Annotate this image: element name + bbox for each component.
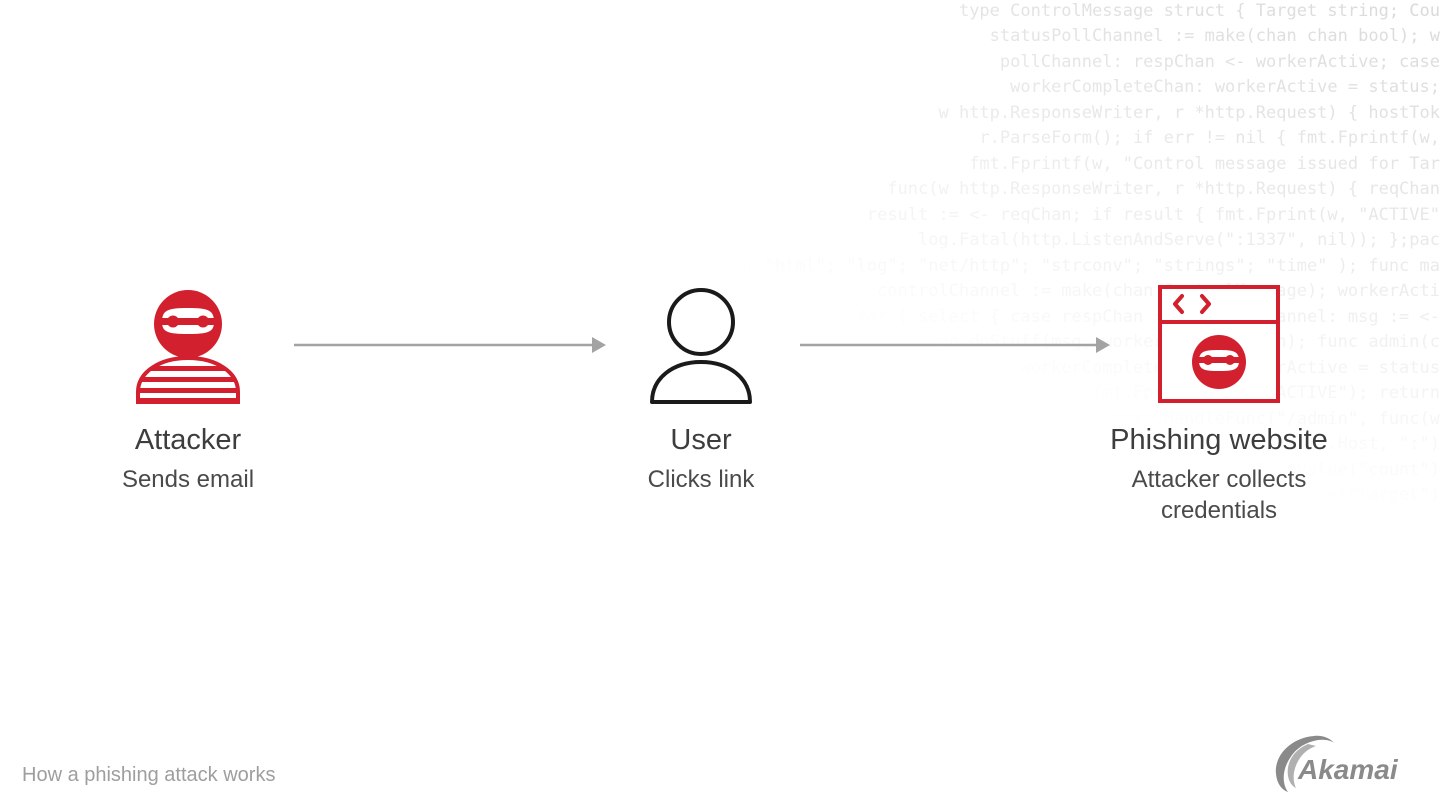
attacker-icon xyxy=(136,290,240,404)
arrow-user-to-website xyxy=(800,337,1110,353)
attacker-description: Sends email xyxy=(121,466,255,493)
code-line: pollChannel: respChan <- workerActive; c… xyxy=(999,52,1440,72)
phishing-website-description: Attacker collects credentials xyxy=(1131,466,1307,524)
arrow-attacker-to-user xyxy=(294,337,606,353)
user-icon xyxy=(650,288,752,404)
code-line: func(w http.ResponseWriter, r *http.Requ… xyxy=(887,179,1440,199)
phishing-website-title: Phishing website xyxy=(1110,424,1328,456)
code-line: import ( "fmt"; "html"; "log"; "net/http… xyxy=(740,256,1440,276)
user-node: User Clicks link xyxy=(541,288,861,495)
user-description: Clicks link xyxy=(647,466,755,493)
code-line: result := <- reqChan; if result { fmt.Fp… xyxy=(866,205,1440,225)
attacker-node: Attacker Sends email xyxy=(28,288,348,495)
code-line: w http.ResponseWriter, r *http.Request) … xyxy=(938,103,1440,123)
phishing-website-node: Phishing website Attacker collects crede… xyxy=(1059,284,1379,526)
user-title: User xyxy=(670,424,732,456)
akamai-logo: Akamai xyxy=(1298,754,1398,785)
code-line: type ControlMessage struct { Target stri… xyxy=(958,1,1440,21)
code-line: fmt.Fprintf(w, "Control message issued f… xyxy=(969,154,1440,174)
code-line: r.ParseForm(); if err != nil { fmt.Fprin… xyxy=(979,128,1440,148)
code-line: workerCompleteChan: workerActive = statu… xyxy=(1010,77,1440,97)
code-line: log.Fatal(http.ListenAndServe(":1337", n… xyxy=(918,230,1440,250)
akamai-logo-swoosh xyxy=(1275,735,1334,792)
phishing-website-icon xyxy=(1158,285,1280,403)
code-line: statusPollChannel := make(chan chan bool… xyxy=(989,26,1440,46)
diagram-caption: How a phishing attack works xyxy=(22,764,276,786)
attacker-title: Attacker xyxy=(134,424,242,456)
